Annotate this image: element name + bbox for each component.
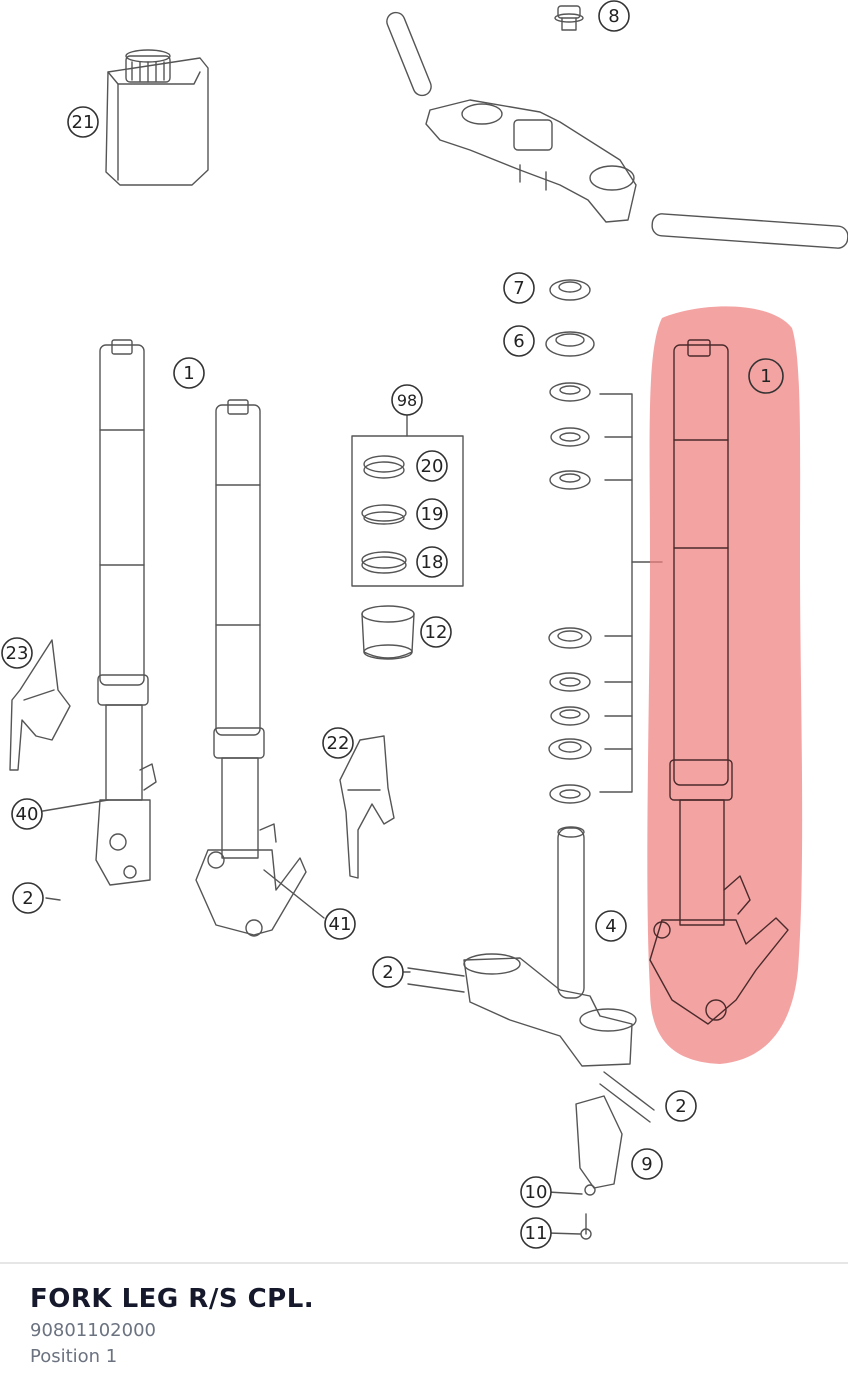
callout-19: 19 [416,498,448,530]
part-number: 90801102000 [30,1320,156,1341]
callout-2-left: 2 [12,882,44,914]
svg-text:20: 20 [421,456,444,477]
callout-21: 21 [67,106,99,138]
callout-22: 22 [322,727,354,759]
callouts: 8 21 7 6 1 1 98 20 19 18 12 23 22 40 2 4… [1,0,784,1249]
part-title: FORK LEG R/S CPL. [30,1284,315,1314]
upper-triple-clamp-part [386,11,848,249]
exploded-parts-diagram: 8 21 7 6 1 1 98 20 19 18 12 23 22 40 2 4… [1,0,848,1249]
callout-1-highlighted: 1 [748,358,784,394]
svg-text:10: 10 [525,1182,548,1203]
callout-18: 18 [416,546,448,578]
callout-9: 9 [631,1148,663,1180]
top-bolt-part [554,5,584,31]
callout-11: 11 [520,1217,552,1249]
svg-text:11: 11 [525,1223,548,1244]
callout-1-left: 1 [173,357,205,389]
svg-text:1: 1 [760,366,771,387]
callout-20: 20 [416,450,448,482]
callout-4: 4 [595,910,627,942]
hand-guard-left-part [9,639,71,771]
svg-text:22: 22 [327,733,350,754]
bearing-stack-parts [545,279,663,804]
part-info-panel: FORK LEG R/S CPL. 90801102000 Position 1 [0,1262,848,1390]
callout-6: 6 [503,325,535,357]
lower-triple-clamp-part [407,826,655,1240]
leader-lines [42,799,583,1235]
callout-12: 12 [420,616,452,648]
svg-text:21: 21 [72,112,95,133]
hand-guard-right-part [339,735,395,879]
fork-leg-center-part [195,399,307,937]
svg-text:12: 12 [425,622,448,643]
svg-text:4: 4 [605,916,616,937]
svg-text:40: 40 [16,804,39,825]
svg-text:7: 7 [513,278,524,299]
callout-41: 41 [324,908,356,940]
svg-text:19: 19 [421,504,444,525]
callout-40: 40 [11,798,43,830]
callout-2-center: 2 [372,956,404,988]
bearing-kit-box [351,413,464,587]
svg-text:98: 98 [397,391,417,410]
part-position: Position 1 [30,1346,118,1367]
svg-text:9: 9 [641,1154,652,1175]
svg-text:18: 18 [421,552,444,573]
svg-text:41: 41 [329,914,352,935]
fork-leg-right-part [649,339,789,1025]
fork-leg-left-part [95,339,157,886]
callout-10: 10 [520,1176,552,1208]
callout-7: 7 [503,272,535,304]
svg-text:2: 2 [382,962,393,983]
oil-bottle-part [105,49,209,186]
svg-text:2: 2 [22,888,33,909]
highlight-region [647,306,803,1065]
seal-bushing-part [361,605,415,660]
callout-98: 98 [391,384,423,416]
svg-text:8: 8 [608,6,619,27]
svg-text:2: 2 [675,1096,686,1117]
svg-text:1: 1 [183,363,194,384]
callout-23: 23 [1,637,33,669]
svg-text:6: 6 [513,331,524,352]
callout-8: 8 [598,0,630,32]
svg-text:23: 23 [6,643,29,664]
callout-2-right: 2 [665,1090,697,1122]
